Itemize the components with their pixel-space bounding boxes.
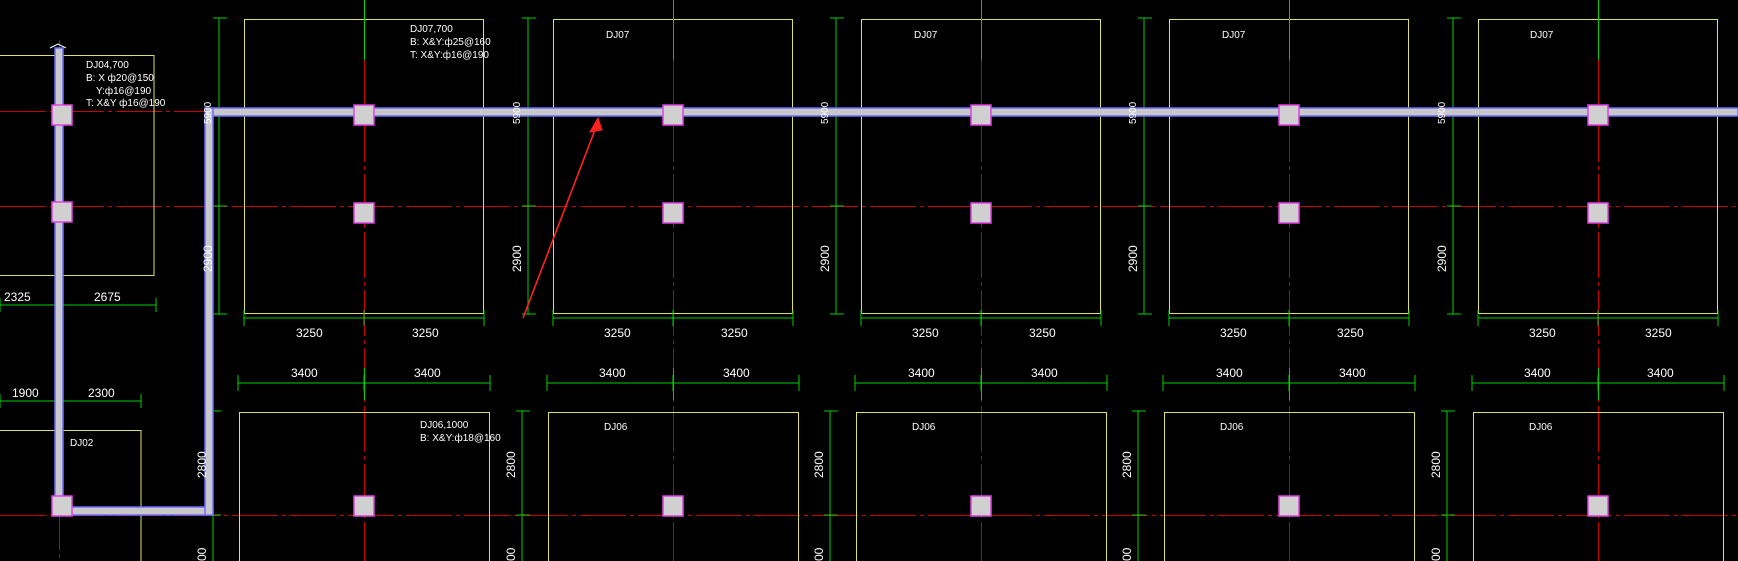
top-footing-4-label: DJ07 [1222, 30, 1246, 41]
bottom-4-dim-left: 3400 [1216, 366, 1243, 380]
column-mid-1 [353, 202, 375, 224]
top-4-vdim-2900: 2900 [1126, 245, 1140, 272]
top-5-dim-right: 3250 [1645, 326, 1672, 340]
tie-beams [49, 43, 1738, 516]
column-left-mid [51, 201, 73, 223]
bottom-5-vdim-2800: 2800 [1429, 451, 1443, 478]
column-top-4 [1278, 104, 1300, 126]
top-3-vdim-5900: 5900 [820, 101, 831, 124]
bottom-footing-outline-5 [1473, 412, 1724, 561]
red-arrow-shaft [522, 121, 599, 319]
bottom-1-vdim-2800: 2800 [195, 451, 209, 478]
top-2-vdim-5900: 5900 [512, 101, 523, 124]
top-5-vdim-2900: 2900 [1435, 245, 1449, 272]
top-2-dim-right: 3250 [721, 326, 748, 340]
top-1-vdim-2900: 2900 [201, 245, 215, 272]
left-tie-beam-vertical-2 [204, 107, 214, 516]
top-1-vdim-5900: 5900 [203, 101, 214, 124]
top-footing-1-label-line1: DJ07,700 [410, 24, 453, 35]
column-top-3 [970, 104, 992, 126]
bottom-4-dim-right: 3400 [1339, 366, 1366, 380]
top-1-dim-right: 3250 [412, 326, 439, 340]
column-mid-5 [1587, 202, 1609, 224]
column-bottom-5 [1587, 495, 1609, 517]
left-footing-label-line3: Y:ф16@190 [96, 85, 152, 97]
bottom-2-vdim-2800: 2800 [504, 451, 518, 478]
column-left-top [51, 104, 73, 126]
left-footing-label-line2: B: X ф20@150 [86, 72, 154, 84]
left-footing-outline-bottom [0, 430, 142, 561]
column-mid-3 [970, 202, 992, 224]
bottom-footing-outline-2 [548, 412, 799, 561]
bottom-footing-5-label: DJ06 [1529, 422, 1553, 433]
bottom-1-dim-left: 3400 [291, 366, 318, 380]
top-3-dim-left: 3250 [912, 326, 939, 340]
top-2-vdim-2900: 2900 [510, 245, 524, 272]
left-bottom-footing-label: DJ02 [70, 438, 94, 449]
column-top-5 [1587, 104, 1609, 126]
left-footing-label-line4: T: X&Y ф16@190 [86, 97, 166, 109]
column-mid-4 [1278, 202, 1300, 224]
bottom-5-dim-left: 3400 [1524, 366, 1551, 380]
top-footing-1-label-line2: B: X&Y:ф25@160 [410, 36, 491, 48]
column-top-1 [353, 104, 375, 126]
top-4-dim-right: 3250 [1337, 326, 1364, 340]
column-bottom-3 [970, 495, 992, 517]
column-top-2 [662, 104, 684, 126]
bottom-footing-1-label-line2: B: X&Y:ф18@160 [420, 432, 501, 444]
bottom-3-vdim-2800: 2800 [812, 451, 826, 478]
column-bottom-1 [353, 495, 375, 517]
column-left-bottom [51, 495, 73, 517]
columns [51, 104, 1609, 517]
bottom-footing-3-label: DJ06 [912, 422, 936, 433]
bottom-5-dim-right: 3400 [1647, 366, 1674, 380]
top-3-vdim-2900: 2900 [818, 245, 832, 272]
bottom-footing-outline-1 [239, 412, 490, 561]
bottom-footing-1-label-line1: DJ06,1000 [420, 420, 469, 431]
bottom-4-vdim-2800: 2800 [1120, 451, 1134, 478]
bottom-3-dim-left: 3400 [908, 366, 935, 380]
top-4-dim-left: 3250 [1220, 326, 1247, 340]
top-5-dim-left: 3250 [1529, 326, 1556, 340]
column-bottom-2 [662, 495, 684, 517]
bottom-4-vdim-partial: 00 [1120, 547, 1134, 561]
annotation-texts: DJ04,700 B: X ф20@150 Y:ф16@190 T: X&Y ф… [4, 24, 1674, 561]
red-pointer-arrow [522, 116, 603, 319]
bottom-2-dim-left: 3400 [599, 366, 626, 380]
left-dim-2675: 2675 [94, 290, 121, 304]
left-dim-2300: 2300 [88, 386, 115, 400]
left-dim-1900: 1900 [12, 386, 39, 400]
bottom-3-vdim-partial: 00 [812, 547, 826, 561]
beam-end-marker [49, 43, 67, 49]
top-5-vdim-5900: 5900 [1437, 101, 1448, 124]
footing-outlines [0, 19, 1724, 561]
bottom-2-vdim-partial: 00 [504, 547, 518, 561]
top-4-vdim-5900: 5900 [1128, 101, 1139, 124]
left-footing-label-line1: DJ04,700 [86, 60, 129, 71]
top-footing-2-label: DJ07 [606, 30, 630, 41]
bottom-3-dim-right: 3400 [1031, 366, 1058, 380]
bottom-footing-outline-4 [1164, 412, 1415, 561]
column-mid-2 [662, 202, 684, 224]
top-3-dim-right: 3250 [1029, 326, 1056, 340]
bottom-2-dim-right: 3400 [723, 366, 750, 380]
top-footing-3-label: DJ07 [914, 30, 938, 41]
red-arrow-head [589, 116, 603, 133]
top-1-dim-left: 3250 [296, 326, 323, 340]
left-tie-beam-bottom [54, 506, 214, 516]
top-footing-1-label-line3: T: X&Y:ф16@190 [410, 49, 489, 61]
bottom-footing-4-label: DJ06 [1220, 422, 1244, 433]
left-dim-2325: 2325 [4, 290, 31, 304]
left-footing-outline-top [0, 55, 155, 276]
bottom-footing-outline-3 [856, 412, 1107, 561]
bottom-1-vdim-partial: 00 [195, 547, 209, 561]
bottom-1-dim-right: 3400 [414, 366, 441, 380]
bottom-footing-2-label: DJ06 [604, 422, 628, 433]
bottom-5-vdim-partial: 00 [1429, 547, 1443, 561]
top-2-dim-left: 3250 [604, 326, 631, 340]
top-footing-5-label: DJ07 [1530, 30, 1554, 41]
column-bottom-4 [1278, 495, 1300, 517]
